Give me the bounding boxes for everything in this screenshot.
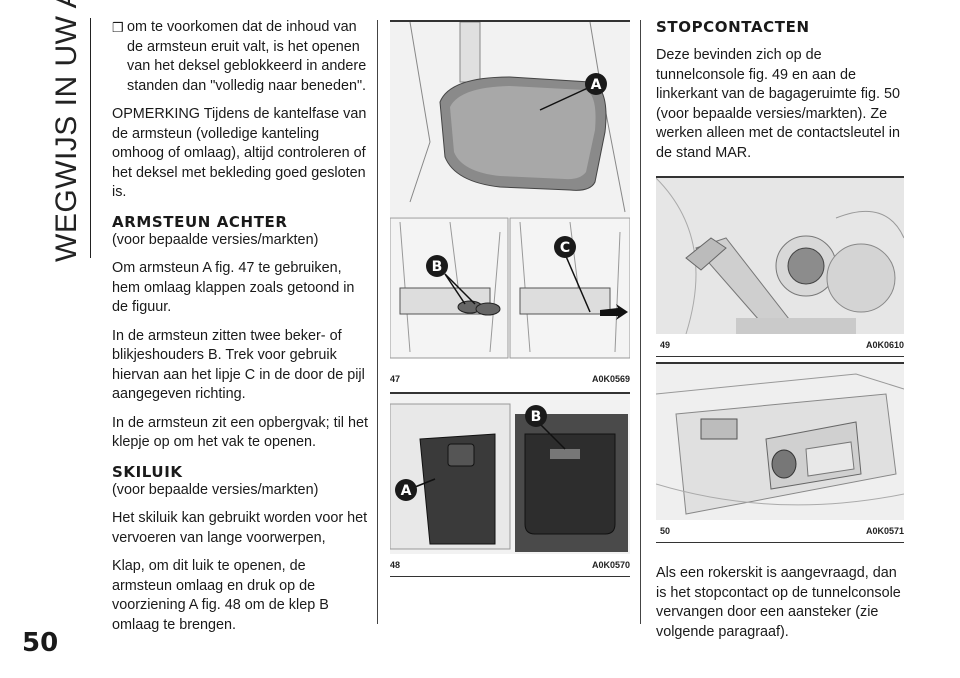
figure-code: A0K0571 [865,526,904,536]
text-column-right: STOPCONTACTEN Deze bevinden zich op de t… [656,18,908,172]
heading-stopcontacten: STOPCONTACTEN [656,18,810,36]
note-paragraph: OPMERKING Tijdens de kantelfase van de a… [112,106,367,200]
figure-49-illustration [656,178,904,334]
text-column-right-bottom: Als een rokerskit is aangevraagd, dan is… [656,564,908,651]
figure-47: A B C 47 A0K0569 [390,20,630,393]
figure-code: A0K0570 [591,560,630,570]
figure-number: 50 [660,526,671,536]
label-c: C [560,240,570,256]
checkbox-bullet-icon: ❒ [112,20,124,35]
heading-armsteun-achter: ARMSTEUN ACHTER [112,212,288,231]
figure-number: 49 [660,340,671,350]
subheading-versions: (voor bepaalde versies/markten) [112,481,319,498]
column-divider [640,20,641,624]
subheading-versions: (voor bepaalde versies/markten) [112,231,319,248]
label-b: B [432,259,443,275]
figure-number: 47 [390,374,401,384]
paragraph: Deze bevinden zich op de tunnelconsole f… [656,47,900,161]
figure-number: 48 [390,560,401,570]
heading-skiluik: SKILUIK [112,462,183,481]
figure-50: 50 A0K0571 [656,362,904,543]
label-b: B [531,409,542,425]
figure-48-illustration: A B [390,394,630,554]
column-divider [377,20,378,624]
figure-49: 49 A0K0610 [656,176,904,357]
side-rule [90,18,91,258]
side-section-title: WEGWIJS IN UW AUTO [50,0,83,262]
paragraph: Het skiluik kan gebruikt worden voor het… [112,510,368,546]
text-column-left: ❒ om te voorkomen dat de inhoud van de a… [112,18,368,644]
figure-47-illustration: A B C [390,22,630,359]
figure-48: A B 48 A0K0570 [390,392,630,577]
paragraph: In de armsteun zit een opbergvak; til he… [112,414,368,451]
figure-50-illustration [656,364,904,520]
paragraph: Als een rokerskit is aangevraagd, dan is… [656,565,901,640]
label-a: A [591,77,602,93]
bullet-text: om te voorkomen dat de inhoud van de arm… [127,19,367,94]
figure-code: A0K0610 [865,340,904,350]
bullet-item: ❒ om te voorkomen dat de inhoud van de a… [112,18,368,96]
paragraph: In de armsteun zitten twee beker- of bli… [112,327,365,403]
figure-code: A0K0569 [591,374,630,384]
paragraph: Klap, om dit luik te openen, de armsteun… [112,558,329,633]
paragraph: Om armsteun A fig. 47 te gebruiken, hem … [112,260,355,315]
label-a: A [401,483,412,499]
page-number: 50 [22,628,59,658]
